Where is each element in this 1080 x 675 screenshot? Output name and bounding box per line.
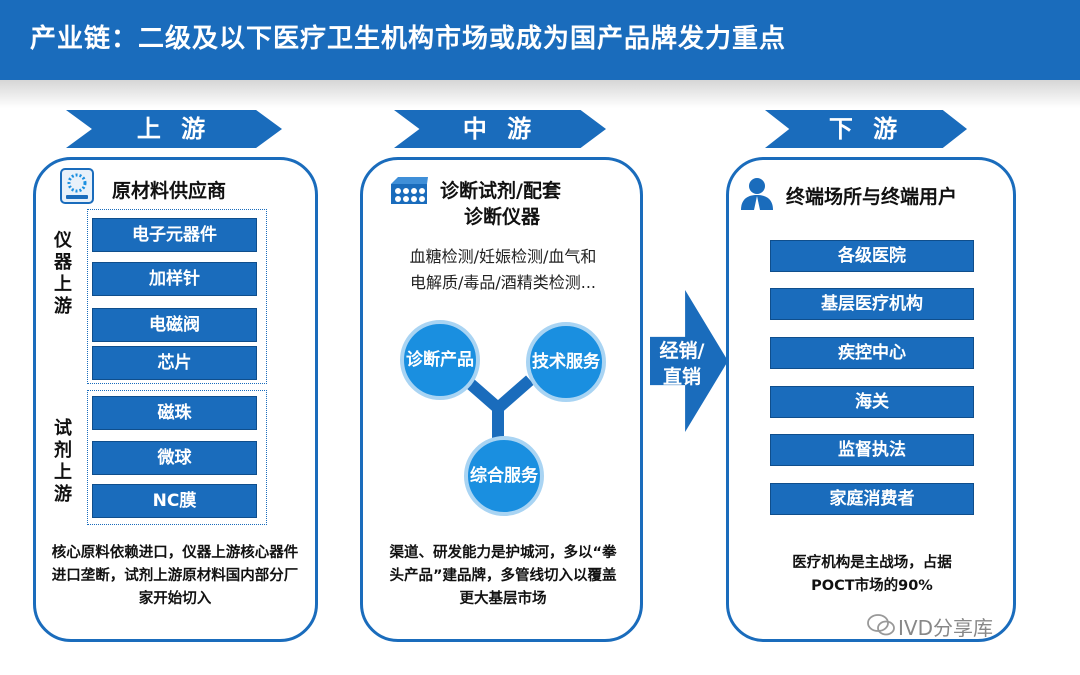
header-shadow bbox=[0, 80, 1080, 108]
downstream-note-line2: POCT市场的90% bbox=[811, 578, 933, 594]
midstream-title-line1: 诊断试剂/配套 bbox=[440, 180, 561, 202]
circle-diagnostic-products: 诊断产品 bbox=[400, 320, 480, 400]
reagent-tray-icon bbox=[388, 174, 430, 210]
downstream-note-line1: 医疗机构是主战场，占据 bbox=[792, 555, 952, 571]
reagent-upstream-label: 试剂上游 bbox=[54, 418, 72, 505]
downstream-note: 医疗机构是主战场，占据 POCT市场的90% bbox=[760, 552, 984, 598]
terminal-item: 基层医疗机构 bbox=[770, 288, 974, 320]
terminal-item: 疾控中心 bbox=[770, 337, 974, 369]
reagent-item: 微球 bbox=[92, 441, 257, 475]
user-icon bbox=[738, 176, 776, 212]
downstream-title: 终端场所与终端用户 bbox=[786, 186, 958, 208]
instrument-item: 电子元器件 bbox=[92, 218, 257, 252]
circle-technical-service: 技术服务 bbox=[526, 322, 606, 402]
server-icon bbox=[60, 168, 94, 204]
arrow-label-line1: 经销/ bbox=[659, 340, 705, 362]
terminal-item: 家庭消费者 bbox=[770, 483, 974, 515]
instrument-item: 加样针 bbox=[92, 262, 257, 296]
stage-midstream: 中 游 bbox=[394, 110, 606, 148]
terminal-item: 海关 bbox=[770, 386, 974, 418]
midstream-title-line2: 诊断仪器 bbox=[464, 206, 541, 228]
midstream-note: 渠道、研发能力是护城河，多以“拳头产品”建品牌，多管线切入以覆盖更大基层市场 bbox=[389, 545, 617, 607]
reagent-group bbox=[87, 390, 267, 525]
circle-integrated-service: 综合服务 bbox=[464, 436, 544, 516]
midstream-desc-line2: 电解质/毒品/酒精类检测... bbox=[409, 273, 597, 292]
terminal-item: 各级医院 bbox=[770, 240, 974, 272]
stage-upstream: 上 游 bbox=[66, 110, 282, 148]
arrow-label-line2: 直销 bbox=[662, 366, 701, 388]
instrument-group bbox=[87, 209, 267, 384]
header-bar: 产业链：二级及以下医疗卫生机构市场或成为国产品牌发力重点 bbox=[0, 0, 1080, 80]
terminal-item: 监督执法 bbox=[770, 434, 974, 466]
midstream-desc-line1: 血糖检测/妊娠检测/血气和 bbox=[409, 247, 597, 266]
instrument-item: 芯片 bbox=[92, 346, 257, 380]
reagent-item: NC膜 bbox=[92, 484, 257, 518]
upstream-note: 核心原料依赖进口，仪器上游核心器件进口垄断，试剂上游原材料国内部分厂家开始切入 bbox=[51, 545, 299, 607]
midstream-desc: 血糖检测/妊娠检测/血气和 电解质/毒品/酒精类检测... bbox=[388, 244, 618, 296]
watermark-text: IVD分享库 bbox=[898, 616, 993, 640]
arrow-label: 经销/ 直销 bbox=[648, 338, 716, 390]
page-title: 产业链：二级及以下医疗卫生机构市场或成为国产品牌发力重点 bbox=[30, 24, 787, 54]
instrument-upstream-label: 仪器上游 bbox=[54, 230, 72, 317]
wechat-icon bbox=[866, 612, 896, 638]
upstream-title: 原材料供应商 bbox=[112, 180, 227, 202]
instrument-item: 电磁阀 bbox=[92, 308, 257, 342]
reagent-item: 磁珠 bbox=[92, 396, 257, 430]
stage-downstream: 下 游 bbox=[765, 110, 967, 148]
